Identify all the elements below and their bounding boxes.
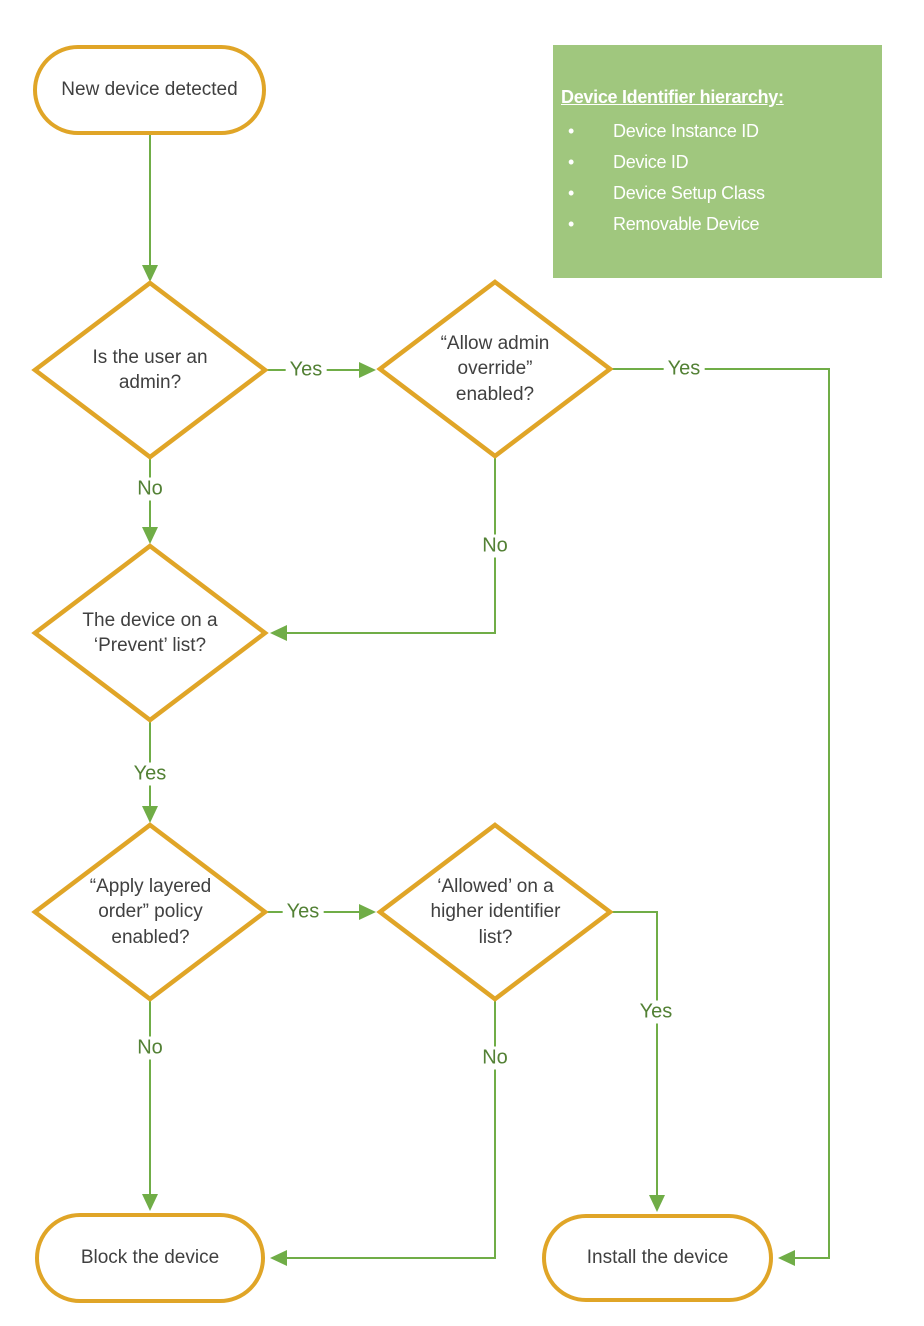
decision-diamond-allowed-higher	[376, 822, 614, 1002]
edge-label-allow-override-no: No	[478, 534, 512, 558]
block-device-label: Block the device	[80, 1247, 220, 1268]
edge-label-is-admin-no: No	[133, 477, 167, 501]
install-device-node: Install the device	[542, 1214, 773, 1302]
decision-diamond-layered-order	[31, 822, 269, 1002]
allowed-higher-label: ‘Allowed’ on a higher identifier list?	[430, 876, 561, 948]
start-node: New device detected	[33, 45, 266, 135]
prevent-list-label: The device on a ‘Prevent’ list?	[82, 609, 218, 656]
hierarchy-item: • Device Instance ID	[561, 116, 872, 147]
allow-override-label: “Allow admin override” enabled?	[440, 333, 550, 405]
hierarchy-item-label: Device Instance ID	[613, 121, 759, 141]
hierarchy-item-label: Device ID	[613, 152, 689, 172]
start-node-label: New device detected	[61, 79, 238, 100]
decision-diamond-is-admin	[31, 280, 269, 460]
decision-diamond-prevent-list	[31, 543, 269, 723]
connector-allowed-higher-no-to-block	[270, 999, 496, 1266]
block-device-node: Block the device	[35, 1213, 265, 1303]
edge-label-layered-order-no: No	[133, 1036, 167, 1060]
hierarchy-title: Device Identifier hierarchy:	[561, 87, 784, 107]
edge-label-layered-order-yes: Yes	[282, 900, 324, 924]
edge-label-allow-override-yes: Yes	[663, 357, 705, 381]
edge-label-prevent-list-yes: Yes	[129, 762, 171, 786]
is-admin-label: Is the user an admin?	[92, 346, 208, 393]
bullet-icon: •	[568, 152, 575, 172]
bullet-icon: •	[568, 183, 575, 203]
device-identifier-hierarchy-box: Device Identifier hierarchy: • Device In…	[553, 45, 882, 278]
bullet-icon: •	[568, 214, 575, 234]
hierarchy-item: • Removable Device	[561, 209, 872, 240]
layered-order-label: “Apply layered order” policy enabled?	[89, 876, 212, 948]
hierarchy-item: • Device Setup Class	[561, 178, 872, 209]
edge-label-is-admin-yes: Yes	[285, 358, 327, 382]
edge-label-allowed-higher-no: No	[478, 1046, 512, 1070]
edge-label-allowed-higher-yes: Yes	[635, 1000, 677, 1024]
hierarchy-item-label: Device Setup Class	[613, 183, 765, 203]
install-device-label: Install the device	[586, 1247, 729, 1268]
hierarchy-item: • Device ID	[561, 147, 872, 178]
hierarchy-list: • Device Instance ID • Device ID • Devic…	[561, 116, 872, 240]
connector-allow-override-no-to-prevent-list	[270, 456, 496, 641]
connector-allow-override-yes-to-install	[610, 368, 830, 1266]
hierarchy-item-label: Removable Device	[613, 214, 760, 234]
bullet-icon: •	[568, 121, 575, 141]
decision-diamond-allow-override	[376, 279, 614, 459]
connector-allowed-higher-yes-to-install	[610, 911, 665, 1212]
